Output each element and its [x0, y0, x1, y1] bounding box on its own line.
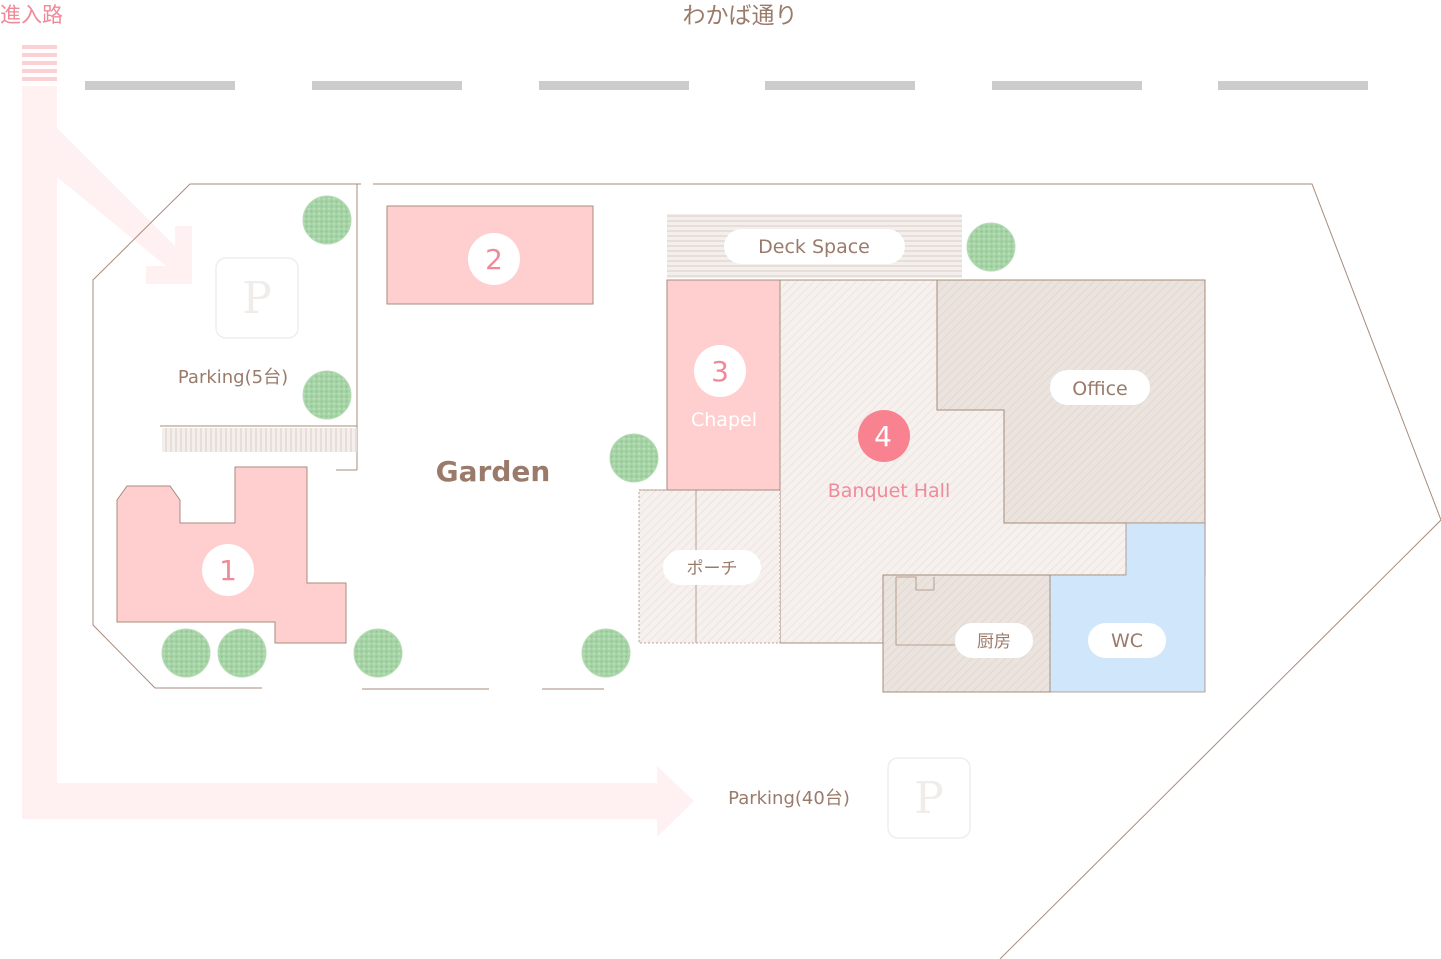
parking-sign-small — [215, 257, 299, 339]
trees — [161, 195, 1016, 678]
area-2-number: 2 — [485, 243, 503, 276]
route-arrow-to-small-parking — [57, 128, 192, 284]
large-parking-lot: Parking(40台) P — [728, 757, 971, 839]
garden-label: Garden — [436, 455, 551, 488]
office-label: Office — [1072, 378, 1127, 400]
entrance-marker — [22, 45, 57, 81]
area-3-badge — [694, 345, 746, 397]
street-name: わかば通り — [683, 3, 798, 29]
deck-space: Deck Space — [667, 214, 962, 278]
tree-icon — [302, 195, 352, 245]
tree-icon — [161, 628, 211, 678]
porch-label: ポーチ — [687, 559, 738, 579]
street-center-stripes — [85, 81, 1368, 90]
road-stripe — [539, 81, 689, 90]
site-boundary — [92, 183, 1441, 959]
area-1: 1 — [116, 466, 347, 644]
tree-icon — [217, 628, 267, 678]
parking-small-label: Parking(5台) — [178, 367, 288, 388]
tree-icon — [966, 222, 1016, 272]
office-label-pill — [1050, 370, 1150, 405]
entrance-label: 進入路 — [0, 3, 63, 27]
wc-label-pill — [1088, 623, 1166, 658]
area-4-badge — [858, 410, 910, 462]
banquet-hall-label: Banquet Hall — [828, 480, 951, 502]
area-1-badge — [202, 544, 254, 596]
area-3-number: 3 — [711, 355, 729, 388]
main-building: 3 Chapel 4 Banquet Hall Office ポーチ 厨房 WC — [638, 279, 1206, 693]
road-stripe — [85, 81, 235, 90]
tree-icon — [609, 433, 659, 483]
road-stripe — [1218, 81, 1368, 90]
fence — [162, 428, 357, 452]
chapel-label: Chapel — [691, 409, 757, 431]
deck-label-pill — [724, 229, 905, 264]
tree-icon — [353, 628, 403, 678]
parking-large-label: Parking(40台) — [728, 788, 850, 809]
road-stripe — [312, 81, 462, 90]
porch-label-pill — [663, 550, 761, 585]
tree-icon — [581, 628, 631, 678]
tree-icon — [302, 370, 352, 420]
street: わかば通り — [85, 3, 1368, 90]
road-stripe — [992, 81, 1142, 90]
area-1-number: 1 — [219, 554, 237, 587]
kitchen-label-pill — [955, 623, 1033, 658]
road-stripe — [765, 81, 915, 90]
entrance-route: 進入路 — [0, 3, 694, 837]
area-2-badge — [468, 233, 520, 285]
kitchen-label: 厨房 — [977, 632, 1011, 652]
small-parking-lot: P Parking(5台) — [160, 184, 358, 471]
parking-symbol-large: P — [914, 773, 944, 824]
area-2: 2 — [386, 205, 594, 305]
wc-label: WC — [1111, 630, 1143, 652]
deck-label: Deck Space — [758, 236, 870, 258]
parking-symbol-small: P — [242, 273, 272, 324]
parking-sign-large — [887, 757, 971, 839]
area-4-number: 4 — [874, 420, 892, 453]
